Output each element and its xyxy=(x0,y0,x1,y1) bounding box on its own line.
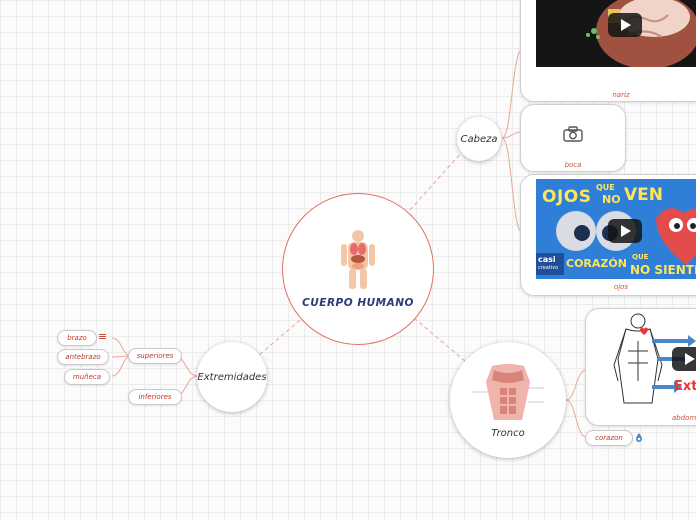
thumb-ven-text: VEN xyxy=(624,185,663,205)
torso-muscles-illustration xyxy=(472,363,544,420)
boca-label: boca xyxy=(564,161,582,169)
central-topic-title: CUERPO HUMANO xyxy=(302,297,414,309)
extremidades-node[interactable]: Extremidades xyxy=(197,342,267,412)
thumb-que-text: QUE xyxy=(596,183,615,192)
boca-image-placeholder[interactable] xyxy=(535,111,611,157)
notes-icon[interactable] xyxy=(99,333,106,340)
nariz-play-button[interactable] xyxy=(608,13,642,37)
human-body-icon xyxy=(341,230,375,289)
tronco-label: Tronco xyxy=(491,427,525,439)
cabeza-label: Cabeza xyxy=(460,133,498,145)
thumb-ojos-text: OJOS xyxy=(542,187,592,207)
boca-card[interactable]: boca xyxy=(520,104,626,172)
antebrazo-node[interactable]: antebrazo xyxy=(57,349,109,365)
link-icon[interactable] xyxy=(634,432,644,443)
ojos-play-button[interactable] xyxy=(608,219,642,243)
camera-icon xyxy=(563,126,583,142)
abdomen-body-diagram xyxy=(613,313,696,404)
muneca-label: muñeca xyxy=(72,373,102,381)
antebrazo-label: antebrazo xyxy=(65,353,101,361)
inferiores-label: inferiores xyxy=(138,393,172,401)
ojos-label: ojos xyxy=(613,283,629,291)
thumb-corazon-text: CORAZÓN xyxy=(566,257,627,270)
cabeza-node[interactable]: Cabeza xyxy=(457,117,501,161)
superiores-label: superiores xyxy=(136,352,174,360)
superiores-node[interactable]: superiores xyxy=(128,348,182,364)
abdomen-play-button[interactable] xyxy=(672,347,696,371)
muneca-node[interactable]: muñeca xyxy=(64,369,110,385)
ojos-card[interactable]: OJOS QUE NO VEN casi creativo CORAZÓN QU… xyxy=(520,174,696,296)
abdomen-label: abdomen xyxy=(672,414,696,422)
inferiores-node[interactable]: inferiores xyxy=(128,389,182,405)
thumb-no-text: NO xyxy=(602,193,621,206)
brazo-label: brazo xyxy=(67,334,87,342)
thumb-creativo-text: creativo xyxy=(538,265,559,271)
thumb-ext-text: Ext xyxy=(674,379,696,394)
central-topic-node[interactable]: CUERPO HUMANO xyxy=(282,193,434,345)
nariz-card[interactable]: nariz xyxy=(520,0,696,102)
thumb-que2-text: QUE xyxy=(632,253,649,261)
thumb-no-siente-text: NO SIENTE xyxy=(630,263,696,277)
corazon-node[interactable]: corazon xyxy=(585,430,633,446)
abdomen-card[interactable]: Ext abdomen xyxy=(585,308,696,426)
ojos-video-thumbnail[interactable]: OJOS QUE NO VEN casi creativo CORAZÓN QU… xyxy=(536,179,696,279)
thumb-casi-text: casi xyxy=(538,255,556,264)
tronco-node[interactable]: Tronco xyxy=(450,342,566,458)
nariz-label: nariz xyxy=(612,91,630,99)
corazon-label: corazon xyxy=(595,434,623,442)
brazo-node[interactable]: brazo xyxy=(57,330,97,346)
nariz-video-thumbnail[interactable] xyxy=(536,0,696,69)
extremidades-label: Extremidades xyxy=(197,371,267,383)
